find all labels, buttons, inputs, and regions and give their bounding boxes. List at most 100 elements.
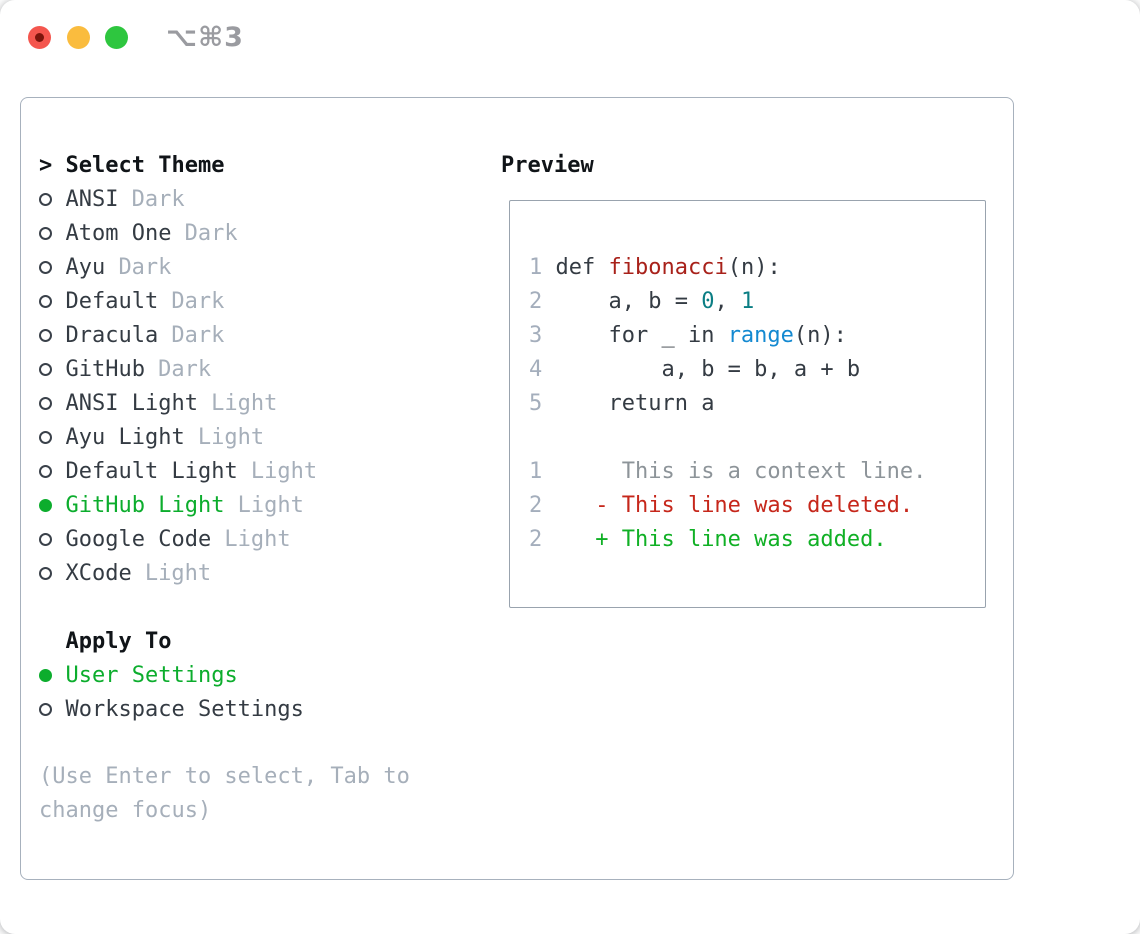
line-number: 2: [529, 493, 543, 518]
theme-variant: Dark: [118, 254, 172, 280]
preview-header: Preview: [501, 152, 594, 178]
theme-item[interactable]: ANSI Dark: [39, 182, 463, 216]
select-theme-header-row: > Select Theme: [39, 148, 463, 182]
radio-icon: [39, 260, 52, 274]
code-segment: a, b = b, a + b: [555, 357, 861, 382]
zoom-button[interactable]: [105, 26, 128, 49]
diff-text: This is a context line.: [542, 459, 927, 484]
code-segment: (n):: [727, 255, 781, 280]
theme-name: XCode: [65, 560, 132, 586]
code-segment: (n):: [793, 323, 847, 348]
theme-name: Default: [65, 288, 159, 314]
apply-option[interactable]: User Settings: [39, 658, 463, 692]
preview-column: Preview 1 def fibonacci(n):2 a, b = 0, 1…: [501, 148, 1001, 608]
line-number: 1: [529, 459, 543, 484]
line-number: 3: [529, 323, 556, 348]
theme-name: Dracula: [65, 322, 159, 348]
line-number: 4: [529, 357, 556, 382]
radio-icon: [39, 294, 52, 308]
diff-line: 1 This is a context line.: [529, 455, 985, 489]
code-segment: ,: [714, 289, 741, 314]
radio-icon: [39, 464, 52, 478]
theme-variant: Dark: [171, 288, 225, 314]
diff-text: + This line was added.: [542, 527, 887, 552]
diff-text: - This line was deleted.: [542, 493, 914, 518]
theme-variant: Dark: [184, 220, 238, 246]
radio-icon: [39, 396, 52, 410]
code-segment: def: [555, 255, 609, 280]
spacer: [39, 590, 463, 624]
code-segment: return a: [555, 391, 715, 416]
theme-name: ANSI: [65, 186, 119, 212]
code-segment: 1: [740, 289, 755, 314]
code-segment: for _ in: [555, 323, 728, 348]
theme-variant: Light: [211, 390, 278, 416]
radio-icon: [39, 362, 52, 376]
preview-header-row: Preview: [501, 148, 1001, 182]
radio-selected-icon: [39, 498, 52, 512]
theme-variant: Light: [237, 492, 304, 518]
code-segment: range: [727, 323, 794, 348]
theme-variant: Light: [197, 424, 265, 450]
radio-icon: [39, 430, 52, 444]
titlebar: ⌥⌘3: [0, 0, 1140, 74]
theme-item[interactable]: Default Dark: [39, 284, 463, 318]
theme-name: GitHub: [65, 356, 145, 382]
theme-item[interactable]: Dracula Dark: [39, 318, 463, 352]
theme-name: GitHub Light: [65, 492, 225, 518]
theme-name: Ayu Light: [65, 424, 185, 450]
minimize-button[interactable]: [67, 26, 90, 49]
theme-item[interactable]: GitHub Dark: [39, 352, 463, 386]
radio-icon: [39, 192, 52, 206]
code-segment: a, b =: [555, 289, 702, 314]
apply-option-label: Workspace Settings: [65, 696, 304, 722]
radio-selected-icon: [39, 668, 52, 682]
blank-line: [529, 421, 985, 455]
unsaved-dot-icon: [35, 33, 44, 42]
line-number: 2: [529, 289, 556, 314]
theme-variant: Light: [144, 560, 212, 586]
theme-item[interactable]: Ayu Dark: [39, 250, 463, 284]
theme-variant: Dark: [131, 186, 185, 212]
theme-variant: Light: [250, 458, 318, 484]
apply-to-header: Apply To: [65, 628, 172, 654]
theme-item[interactable]: Ayu Light Light: [39, 420, 463, 454]
keyboard-hint: (Use Enter to select, Tab to change focu…: [39, 764, 410, 823]
code-segment: fibonacci: [608, 255, 728, 280]
code-line: 2 a, b = 0, 1: [529, 285, 985, 319]
line-number: 5: [529, 391, 556, 416]
theme-item[interactable]: XCode Light: [39, 556, 463, 590]
theme-name: Google Code: [65, 526, 212, 552]
theme-item[interactable]: Default Light Light: [39, 454, 463, 488]
apply-option[interactable]: Workspace Settings: [39, 692, 463, 726]
diff-line: 2 + This line was added.: [529, 523, 985, 557]
prompt-arrow-icon: >: [39, 152, 53, 178]
theme-item[interactable]: ANSI Light Light: [39, 386, 463, 420]
line-number: 1: [529, 255, 556, 280]
spacer: [39, 726, 463, 760]
theme-name: Default Light: [65, 458, 238, 484]
code-segment: 0: [701, 289, 715, 314]
theme-name: Ayu: [65, 254, 106, 280]
radio-icon: [39, 328, 52, 342]
code-line: 4 a, b = b, a + b: [529, 353, 985, 387]
code-line: 3 for _ in range(n):: [529, 319, 985, 353]
radio-icon: [39, 226, 52, 240]
select-theme-header: Select Theme: [65, 152, 225, 178]
code-line: 5 return a: [529, 387, 985, 421]
radio-icon: [39, 566, 52, 580]
theme-name: ANSI Light: [65, 390, 198, 416]
theme-item[interactable]: GitHub Light Light: [39, 488, 463, 522]
theme-variant: Dark: [158, 356, 212, 382]
radio-icon: [39, 702, 52, 716]
close-button[interactable]: [28, 26, 51, 49]
theme-variant: Dark: [171, 322, 225, 348]
